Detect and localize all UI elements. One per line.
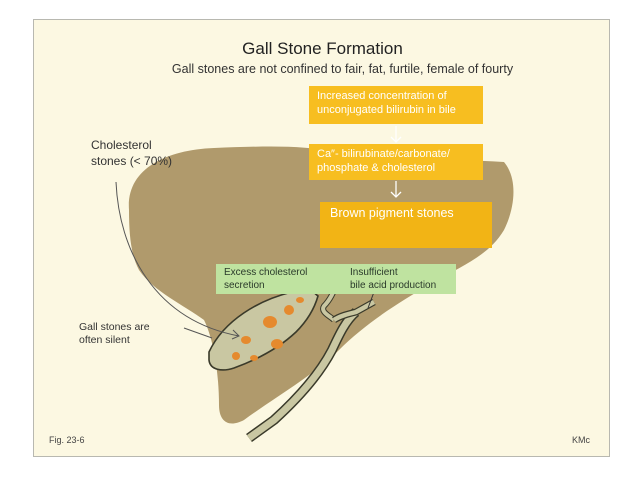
bilirubin-line2: unconjugated bilirubin in bile [317, 104, 456, 116]
bilirubin-box: Increased concentration of unconjugated … [309, 86, 483, 124]
cholesterol-secretion-line1: Excess cholesterol [224, 267, 308, 278]
credit-label: KMc [572, 435, 590, 445]
cholesterol-leader [115, 181, 240, 337]
cholesterol-stones-line1: Cholesterol [91, 138, 152, 152]
calcium-line2: phosphate & cholesterol [317, 162, 436, 174]
figure-number: Fig. 23-6 [49, 435, 85, 445]
cholesterol-secretion-label: Excess cholesterol secretion [224, 267, 307, 292]
bile-acid-line2: bile acid production [350, 279, 437, 291]
cholesterol-stones-line2: stones (< 70%) [91, 154, 173, 168]
silent-line1: Gall stones are [79, 321, 150, 333]
slide: Gall Stone Formation Gall stones are not… [33, 19, 610, 457]
silent-leader [183, 327, 213, 339]
pigment-box: Brown pigment stones [320, 202, 492, 248]
silent-label: Gall stones are often silent [79, 321, 150, 347]
bilirubin-line1: Increased concentration of [317, 90, 447, 102]
page-title: Gall Stone Formation [242, 39, 403, 58]
calcium-line1: Ca″- bilirubinate/carbonate/ [317, 148, 450, 160]
green-label-band: Excess cholesterol secretion Insufficien… [216, 264, 456, 294]
bile-acid-line1: Insufficient [350, 267, 398, 278]
cholesterol-secretion-line2: secretion [224, 279, 265, 291]
flow-arrows [390, 126, 402, 198]
silent-line2: often silent [79, 334, 130, 346]
cholesterol-stones [232, 297, 304, 361]
bile-acid-label: Insufficient bile acid production [350, 267, 436, 292]
page-subtitle: Gall stones are not confined to fair, fa… [171, 62, 514, 76]
pigment-label: Brown pigment stones [330, 206, 454, 220]
bile-acid-arrow [367, 291, 375, 309]
calcium-box: Ca″- bilirubinate/carbonate/ phosphate &… [309, 144, 483, 180]
cholesterol-stones-label: Cholesterol stones (< 70%) [91, 137, 172, 169]
